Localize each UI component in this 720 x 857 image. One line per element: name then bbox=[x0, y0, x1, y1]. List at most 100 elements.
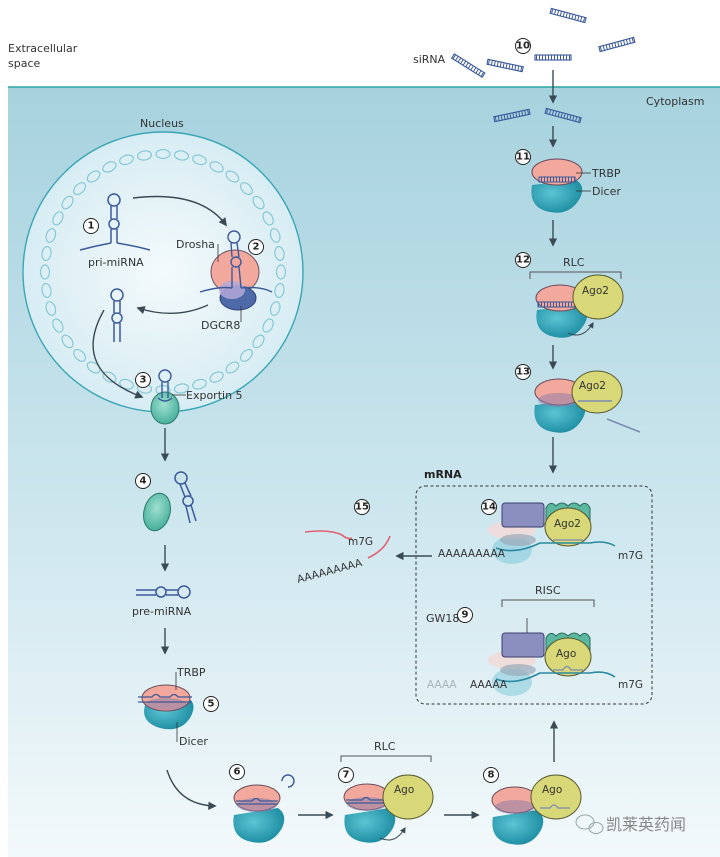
mirisc-complex-8 bbox=[491, 774, 582, 845]
sirna-duplex bbox=[549, 7, 587, 24]
mrna-label: mRNA bbox=[424, 468, 462, 481]
chromatin-loop bbox=[274, 282, 285, 299]
step-number: 13 bbox=[516, 367, 530, 378]
dicer-label-5: Dicer bbox=[179, 735, 208, 748]
chromatin-loop bbox=[173, 383, 190, 394]
chromatin-loop bbox=[275, 264, 287, 280]
step-badge-11: 11 bbox=[515, 149, 531, 165]
dicer-trbp-complex-6 bbox=[233, 774, 295, 843]
chromatin-loop bbox=[136, 150, 153, 161]
risc-bracket bbox=[501, 599, 595, 607]
rlc-bracket-7 bbox=[340, 755, 432, 762]
step-badge-10: 10 bbox=[515, 38, 531, 54]
sirna-duplex bbox=[493, 108, 531, 123]
drosha-label: Drosha bbox=[176, 238, 215, 251]
chromatin-loop bbox=[262, 211, 274, 226]
step-badge-4: 4 bbox=[135, 473, 151, 489]
arrow-1-to-2 bbox=[132, 195, 228, 227]
rlc-bracket-12 bbox=[529, 271, 622, 279]
rlc-complex-13 bbox=[534, 370, 641, 433]
ago-label-7: Ago bbox=[394, 784, 414, 796]
exportin-5-label: Exportin 5 bbox=[186, 389, 243, 402]
step-number: 9 bbox=[462, 610, 469, 621]
step-badge-2: 2 bbox=[248, 239, 264, 255]
sirna-label: siRNA bbox=[413, 53, 446, 66]
step-number: 1 bbox=[88, 221, 95, 232]
arrow-5-to-6 bbox=[166, 769, 217, 811]
sirna-duplex bbox=[544, 107, 582, 124]
step-badge-1: 1 bbox=[83, 218, 99, 234]
dgcr8-label: DGCR8 bbox=[201, 319, 240, 332]
chromatin-loop bbox=[52, 318, 64, 333]
rlc-complex-7 bbox=[343, 774, 434, 843]
ago2-label-14: Ago2 bbox=[554, 518, 581, 530]
chromatin-loop bbox=[86, 170, 101, 183]
arrow-2-to-hairpin bbox=[136, 304, 209, 315]
arrow-hairpin-to-exportin bbox=[92, 309, 144, 399]
step-number: 2 bbox=[253, 242, 260, 253]
step-number: 6 bbox=[234, 767, 241, 778]
chromatin-loop bbox=[45, 301, 57, 316]
exportin-5-complex bbox=[150, 369, 180, 425]
rlc-label-12: RLC bbox=[563, 256, 585, 269]
chromatin-loop bbox=[262, 318, 274, 333]
step-badge-3: 3 bbox=[135, 372, 151, 388]
nucleus-label: Nucleus bbox=[140, 117, 184, 130]
degraded-mrna-fragment-2 bbox=[367, 535, 391, 559]
ago2-label-13: Ago2 bbox=[579, 380, 606, 392]
risc-complex-9 bbox=[488, 632, 616, 696]
m7g-label-9: m7G bbox=[618, 679, 643, 691]
exportin-released bbox=[143, 492, 171, 532]
cytoplasm-label: Cytoplasm bbox=[646, 95, 704, 108]
chromatin-loop bbox=[252, 334, 265, 349]
pri-mirna-label: pri-miRNA bbox=[88, 256, 144, 269]
sirna-duplex bbox=[450, 53, 486, 78]
pre-mirna-duplex bbox=[136, 585, 191, 599]
chromatin-loop bbox=[61, 195, 74, 210]
chromatin-loop bbox=[39, 264, 51, 280]
risc-complex-14 bbox=[488, 502, 616, 564]
step-number: 15 bbox=[355, 502, 369, 513]
step-number: 7 bbox=[343, 770, 350, 781]
chromatin-loop bbox=[102, 371, 117, 383]
pri-mirna-structure bbox=[79, 193, 151, 251]
chromatin-loop bbox=[209, 161, 224, 173]
polya-9: AAAAA bbox=[470, 679, 508, 691]
chromatin-loop bbox=[225, 361, 240, 374]
polya-14: AAAAAAAAA bbox=[438, 548, 506, 560]
m7g-label-15: m7G bbox=[348, 536, 373, 548]
chromatin-loop bbox=[239, 348, 253, 362]
chromatin-loop bbox=[119, 378, 134, 390]
dicer-trbp-complex-5 bbox=[138, 684, 194, 730]
sirna-duplex bbox=[534, 54, 572, 61]
rlc-complex-12 bbox=[535, 274, 624, 338]
step-badge-9: 9 bbox=[457, 607, 473, 623]
chromatin-loop bbox=[73, 182, 87, 196]
extracellular-label-line1: Extracellular bbox=[8, 42, 78, 55]
step-number: 12 bbox=[516, 255, 530, 266]
mrna-box bbox=[415, 485, 653, 705]
pre-mirna-label: pre-miRNA bbox=[132, 605, 192, 618]
chromatin-loop bbox=[41, 245, 52, 262]
chromatin-loop bbox=[252, 195, 265, 210]
chromatin-loop bbox=[274, 245, 285, 262]
chromatin-loop bbox=[155, 148, 171, 160]
step-number: 4 bbox=[140, 476, 147, 487]
chromatin-loop bbox=[239, 182, 253, 196]
chromatin-loop bbox=[61, 334, 74, 349]
risc-label: RISC bbox=[535, 584, 561, 597]
chromatin-loop bbox=[102, 161, 117, 173]
pre-mirna-hairpin-nucleus bbox=[110, 288, 124, 342]
trbp-label-5: TRBP bbox=[176, 666, 206, 679]
ago2-label-12: Ago2 bbox=[582, 285, 609, 297]
watermark: 凯莱英药闻 bbox=[575, 814, 686, 835]
chromatin-loop bbox=[173, 150, 190, 161]
sirna-duplexes bbox=[450, 7, 636, 124]
chromatin-loop bbox=[41, 282, 52, 299]
drosha-complex bbox=[199, 230, 273, 311]
sirna-duplex bbox=[486, 58, 524, 73]
chromatin-loop bbox=[269, 228, 281, 243]
m7g-label-14: m7G bbox=[618, 550, 643, 562]
chromatin-loop bbox=[269, 301, 281, 316]
